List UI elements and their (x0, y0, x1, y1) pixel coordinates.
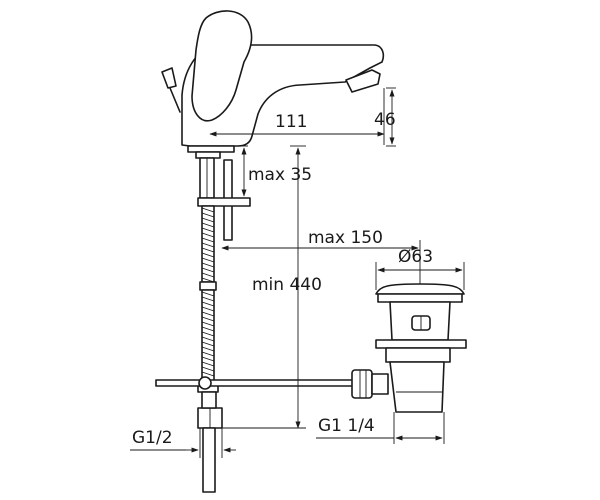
mounting-assembly (197, 157, 251, 241)
waste-fitting (351, 283, 467, 413)
dimension-lines (130, 87, 465, 458)
dim-spout-height: 46 (374, 110, 396, 130)
supply-hose (197, 205, 223, 493)
dim-deck-thickness: max 35 (248, 165, 312, 185)
dim-waste-thread: G1 1/4 (318, 416, 375, 436)
lever-handle (191, 10, 253, 122)
dim-spout-reach: 111 (275, 112, 307, 132)
dim-waste-diameter: Ø63 (398, 247, 433, 267)
dim-hose-length: min 440 (252, 275, 322, 295)
popup-rod (155, 376, 357, 390)
faucet-body (161, 10, 385, 159)
dim-waste-offset: max 150 (308, 228, 383, 248)
popup-knob (161, 67, 177, 89)
dim-supply-thread: G1/2 (132, 428, 173, 448)
aerator (345, 69, 381, 93)
